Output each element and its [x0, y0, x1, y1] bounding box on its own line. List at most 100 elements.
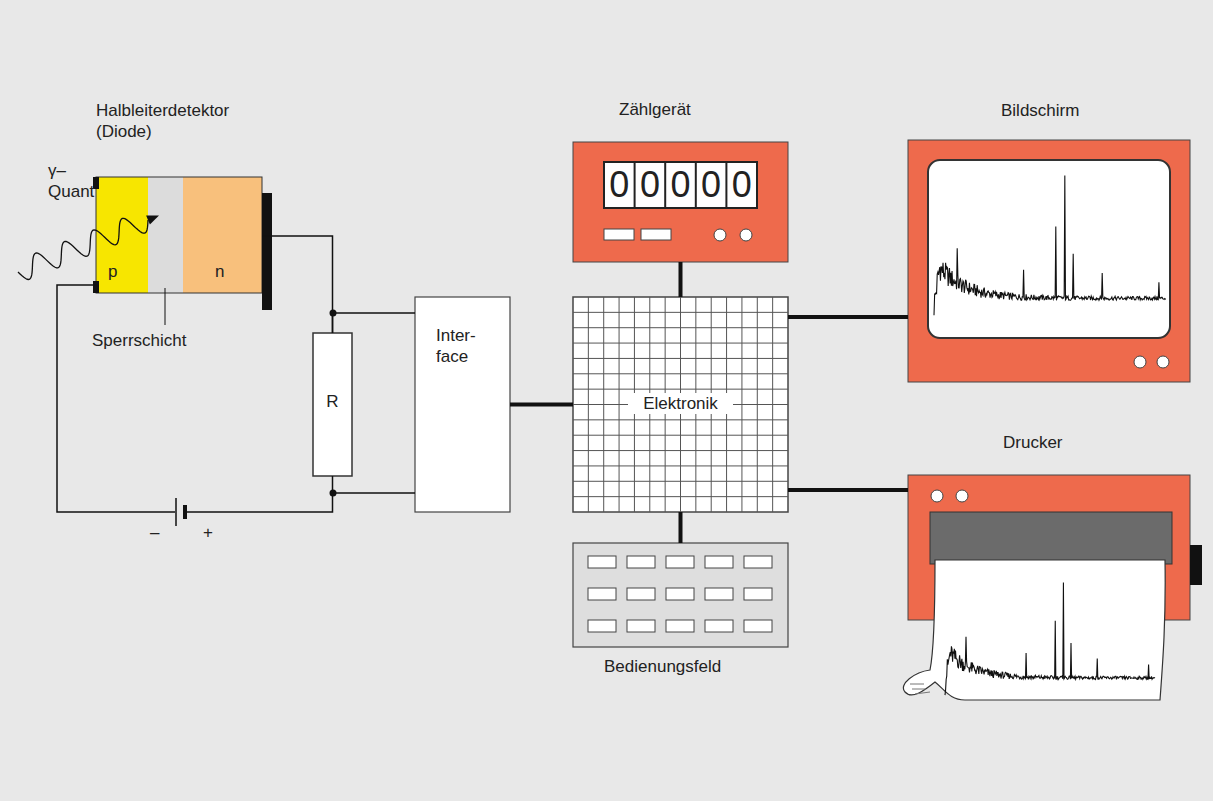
key	[588, 620, 616, 632]
contact-plate	[262, 193, 272, 310]
node-label: Elektronik	[628, 393, 733, 414]
polarity-sign: +	[203, 522, 213, 543]
digit-divider	[664, 162, 666, 208]
grid-line	[573, 435, 788, 436]
n-region: n	[183, 177, 262, 293]
counter-housing	[573, 142, 788, 262]
control-panel-box: Bedienungsfeld	[573, 543, 788, 647]
contact-tab	[93, 281, 99, 293]
signal-cable	[679, 262, 683, 297]
n-layer	[183, 177, 262, 293]
gamma-arrowhead	[146, 215, 159, 224]
node-label: p	[108, 261, 117, 282]
electronics-board	[573, 297, 788, 512]
counter-digit: 0	[726, 162, 757, 208]
grid-line	[757, 297, 758, 512]
printer-knob	[931, 490, 943, 502]
interface-box: Inter- face	[415, 297, 510, 512]
key	[705, 588, 733, 600]
spectrum-plot	[934, 175, 1166, 315]
signal-cable	[510, 403, 573, 407]
monitor-housing	[908, 140, 1190, 382]
key	[666, 620, 694, 632]
digit-divider	[634, 162, 636, 208]
grid-line	[573, 419, 788, 420]
digit-dividers	[635, 162, 727, 208]
key	[666, 556, 694, 568]
node-label: R	[313, 391, 352, 412]
node-label: Bedienungsfeld	[604, 656, 721, 677]
circuit-wire	[262, 236, 333, 333]
digit-divider	[725, 162, 727, 208]
counter-button	[604, 229, 634, 240]
grid-line	[741, 297, 742, 512]
digit-text: 0	[726, 162, 757, 208]
battery-plate	[175, 498, 177, 526]
key	[627, 556, 655, 568]
key	[705, 556, 733, 568]
wire	[333, 492, 415, 494]
monitor-knob	[1134, 356, 1146, 368]
printer-knob-side	[1190, 545, 1202, 585]
counter-knob	[740, 229, 752, 241]
grid-line	[573, 481, 788, 482]
printer-paper	[903, 560, 1165, 700]
gamma-wave	[18, 218, 148, 279]
digit-divider	[695, 162, 697, 208]
leader-line	[165, 288, 166, 325]
monitor-box: Bildschirm	[908, 140, 1190, 382]
resistor-symbol	[313, 333, 352, 476]
junction-dot	[330, 490, 337, 497]
battery-plate	[183, 505, 187, 519]
circuit-wire	[333, 313, 416, 333]
keys	[588, 556, 772, 632]
key	[588, 588, 616, 600]
counter-digit: 0	[604, 162, 635, 208]
p-layer	[96, 177, 148, 293]
grid-line	[573, 450, 788, 451]
monitor-screen	[928, 160, 1170, 338]
electronics-grid	[573, 297, 788, 512]
resistor-box: R	[313, 333, 352, 476]
node-label: Inter- face	[436, 325, 502, 368]
counter-digit: 0	[635, 162, 666, 208]
interface-box	[415, 297, 510, 512]
signal-cable	[788, 488, 908, 492]
key	[744, 556, 772, 568]
label-holder: +	[203, 522, 213, 543]
key	[666, 588, 694, 600]
control-panel	[573, 543, 788, 647]
key	[744, 588, 772, 600]
grid-line	[772, 297, 773, 512]
semiconductor-detector: Halbleiterdetektor (Diode)pn	[96, 177, 262, 293]
printer-slot	[930, 512, 1172, 564]
printer-box: Drucker	[908, 475, 1190, 620]
label-holder: –	[150, 522, 159, 543]
printer-knob	[956, 490, 968, 502]
signal-cable	[679, 512, 683, 543]
digit-strip	[604, 162, 757, 208]
p-region: p	[96, 177, 148, 293]
digit-text: 0	[696, 162, 727, 208]
spectrum-line	[934, 175, 1166, 315]
counter-button	[641, 229, 671, 240]
polarity-sign: –	[150, 522, 159, 543]
node-label: Bildschirm	[1001, 100, 1079, 121]
callout-text: γ– Quant	[48, 160, 103, 203]
signal-cable	[788, 315, 908, 319]
digit-text: 0	[604, 162, 635, 208]
junction-dot	[330, 310, 337, 317]
key	[744, 620, 772, 632]
counter-box: Zählgerät00000	[573, 142, 788, 262]
counter-digit: 0	[696, 162, 727, 208]
key	[705, 620, 733, 632]
electronics-box: Elektronik	[573, 297, 788, 512]
node-label: n	[215, 261, 224, 282]
